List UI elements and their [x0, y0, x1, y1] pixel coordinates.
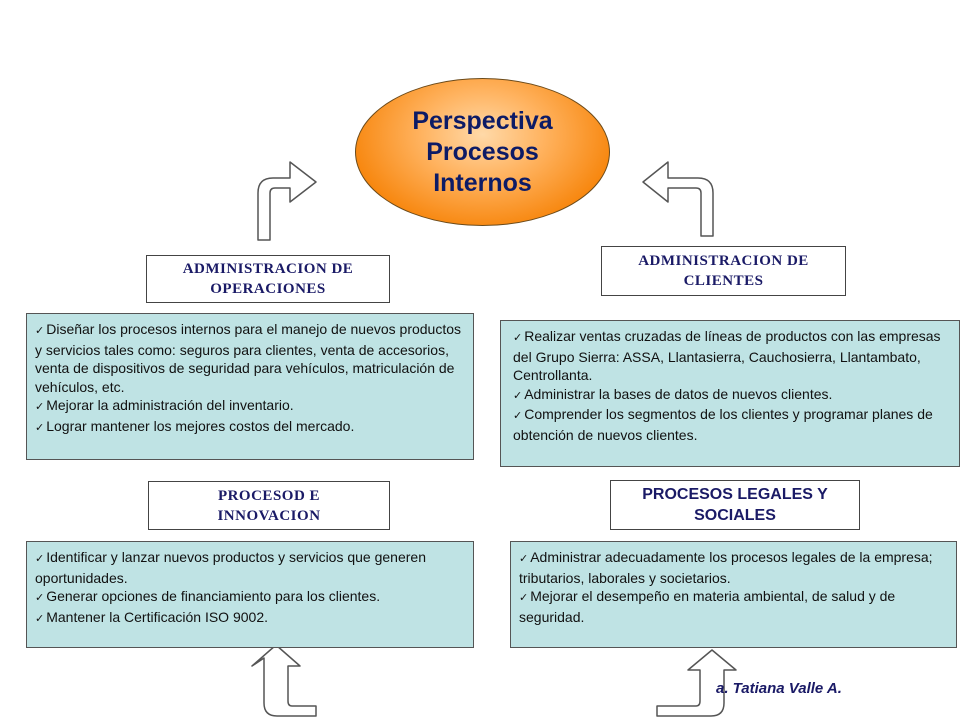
arrow-down-left-icon	[656, 649, 737, 717]
legales-box: Administrar adecuadamente los procesos l…	[510, 541, 957, 648]
innovacion-item: Generar opciones de financiamiento para …	[35, 587, 465, 608]
innovacion-title-box: PROCESOD E INNOVACION	[148, 481, 390, 530]
legales-item: Mejorar el desempeño en materia ambienta…	[519, 587, 948, 626]
operaciones-title: ADMINISTRACION DE OPERACIONES	[182, 261, 354, 297]
operaciones-box: Diseñar los procesos internos para el ma…	[26, 313, 474, 460]
innovacion-item: Identificar y lanzar nuevos productos y …	[35, 548, 465, 587]
clientes-title: ADMINISTRACION DE CLIENTES	[638, 253, 809, 289]
clientes-item: Realizar ventas cruzadas de líneas de pr…	[513, 327, 951, 385]
clientes-item: Comprender los segmentos de los clientes…	[513, 405, 951, 444]
arrow-down-right-icon	[251, 644, 317, 717]
author-footer: a. Tatiana Valle A.	[716, 680, 842, 697]
operaciones-list: Diseñar los procesos internos para el ma…	[35, 320, 465, 437]
perspective-title: Perspectiva Procesos Internos	[412, 106, 553, 197]
clientes-title-box: ADMINISTRACION DE CLIENTES	[601, 246, 846, 296]
legales-title: PROCESOS LEGALES Y SOCIALES	[642, 486, 828, 524]
operaciones-title-box: ADMINISTRACION DE OPERACIONES	[146, 255, 390, 303]
perspective-ellipse: Perspectiva Procesos Internos	[355, 78, 610, 226]
innovacion-title: PROCESOD E INNOVACION	[217, 487, 321, 524]
innovacion-list: Identificar y lanzar nuevos productos y …	[35, 548, 465, 628]
arrow-up-left-icon	[642, 161, 714, 237]
legales-title-box: PROCESOS LEGALES Y SOCIALES	[610, 480, 860, 530]
legales-item: Administrar adecuadamente los procesos l…	[519, 548, 948, 587]
arrow-up-right-icon	[257, 161, 317, 241]
operaciones-item: Lograr mantener los mejores costos del m…	[35, 417, 465, 438]
clientes-item: Administrar la bases de datos de nuevos …	[513, 385, 951, 406]
innovacion-box: Identificar y lanzar nuevos productos y …	[26, 541, 474, 648]
clientes-box: Realizar ventas cruzadas de líneas de pr…	[500, 320, 960, 467]
operaciones-item: Mejorar la administración del inventario…	[35, 396, 465, 417]
operaciones-item: Diseñar los procesos internos para el ma…	[35, 320, 465, 396]
legales-list: Administrar adecuadamente los procesos l…	[519, 548, 948, 626]
innovacion-item: Mantener la Certificación ISO 9002.	[35, 608, 465, 629]
clientes-list: Realizar ventas cruzadas de líneas de pr…	[513, 327, 951, 444]
